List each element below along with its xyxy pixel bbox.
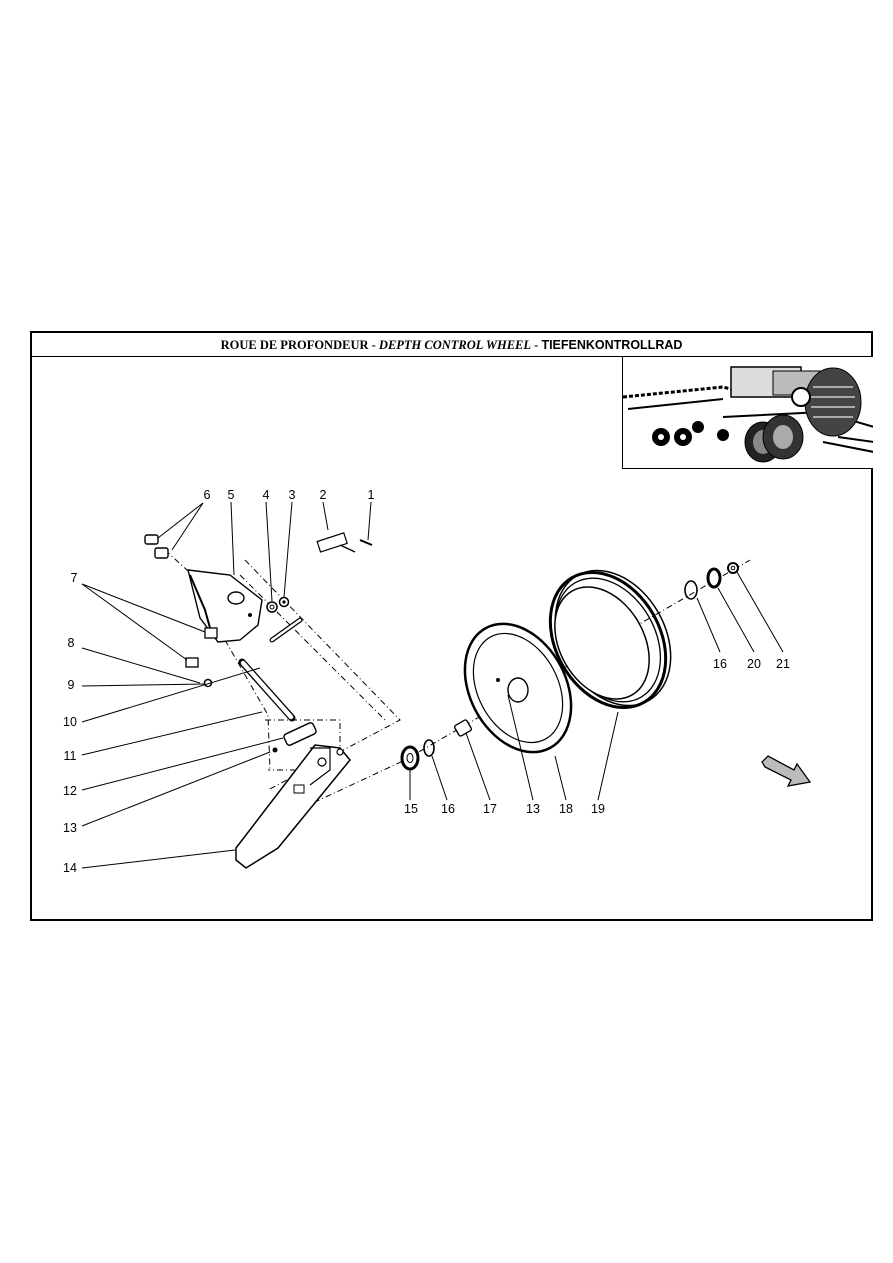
- callout-1: 1: [367, 488, 375, 502]
- callout-13: 13: [63, 821, 77, 835]
- part-12-nipple: [272, 747, 278, 753]
- part-6-bushings: [144, 534, 169, 559]
- part-19-tyre: [548, 569, 672, 710]
- leader-lines: [81, 501, 784, 869]
- part-11-sleeve: [283, 722, 317, 746]
- part-1-pin: [359, 539, 373, 546]
- callout-16: 16: [713, 657, 727, 671]
- part-10-shaft: [238, 617, 303, 722]
- title-en: DEPTH CONTROL WHEEL: [378, 338, 532, 352]
- part-17-spacer: [453, 719, 473, 737]
- title-de: TIEFENKONTROLLRAD: [541, 338, 683, 352]
- callout-18: 18: [559, 802, 573, 816]
- part-4-washer: [266, 601, 278, 613]
- callout-14: 14: [63, 861, 77, 875]
- part-7-bolts: [185, 627, 218, 668]
- callout-19: 19: [591, 802, 605, 816]
- arrow-right-down-icon: [761, 755, 812, 787]
- part-18-wheel-rim: [463, 622, 573, 754]
- callout-10: 10: [63, 715, 77, 729]
- callout-11: 11: [63, 749, 77, 763]
- diagram-title: ROUE DE PROFONDEUR - DEPTH CONTROL WHEEL…: [32, 333, 871, 357]
- callout-7: 7: [70, 571, 78, 585]
- callout-20: 20: [747, 657, 761, 671]
- title-separator: -: [368, 338, 379, 352]
- part-20-washer: [706, 567, 722, 589]
- part-3-nut: [278, 596, 290, 608]
- callout-15: 15: [404, 802, 418, 816]
- part-14-arm: [235, 744, 351, 869]
- part-16-circlip: [423, 580, 698, 757]
- callout-6: 6: [203, 488, 211, 502]
- callout-13: 13: [526, 802, 540, 816]
- callout-8: 8: [67, 636, 75, 650]
- callout-12: 12: [63, 784, 77, 798]
- callout-4: 4: [262, 488, 270, 502]
- part-5-bracket: [187, 569, 263, 643]
- title-fr: ROUE DE PROFONDEUR: [220, 338, 369, 352]
- callout-2: 2: [319, 488, 327, 502]
- callout-16: 16: [441, 802, 455, 816]
- machine-overview-drawing: [623, 357, 873, 468]
- part-15-bearing: [400, 745, 420, 771]
- callout-21: 21: [776, 657, 790, 671]
- callout-3: 3: [288, 488, 296, 502]
- callout-17: 17: [483, 802, 497, 816]
- diagram-frame: ROUE DE PROFONDEUR - DEPTH CONTROL WHEEL…: [30, 331, 873, 921]
- callout-9: 9: [67, 678, 75, 692]
- title-separator: -: [531, 338, 542, 352]
- machine-overview-image: [622, 357, 873, 469]
- part-21-nut: [727, 562, 739, 574]
- part-2-axle: [316, 532, 356, 553]
- callout-5: 5: [227, 488, 235, 502]
